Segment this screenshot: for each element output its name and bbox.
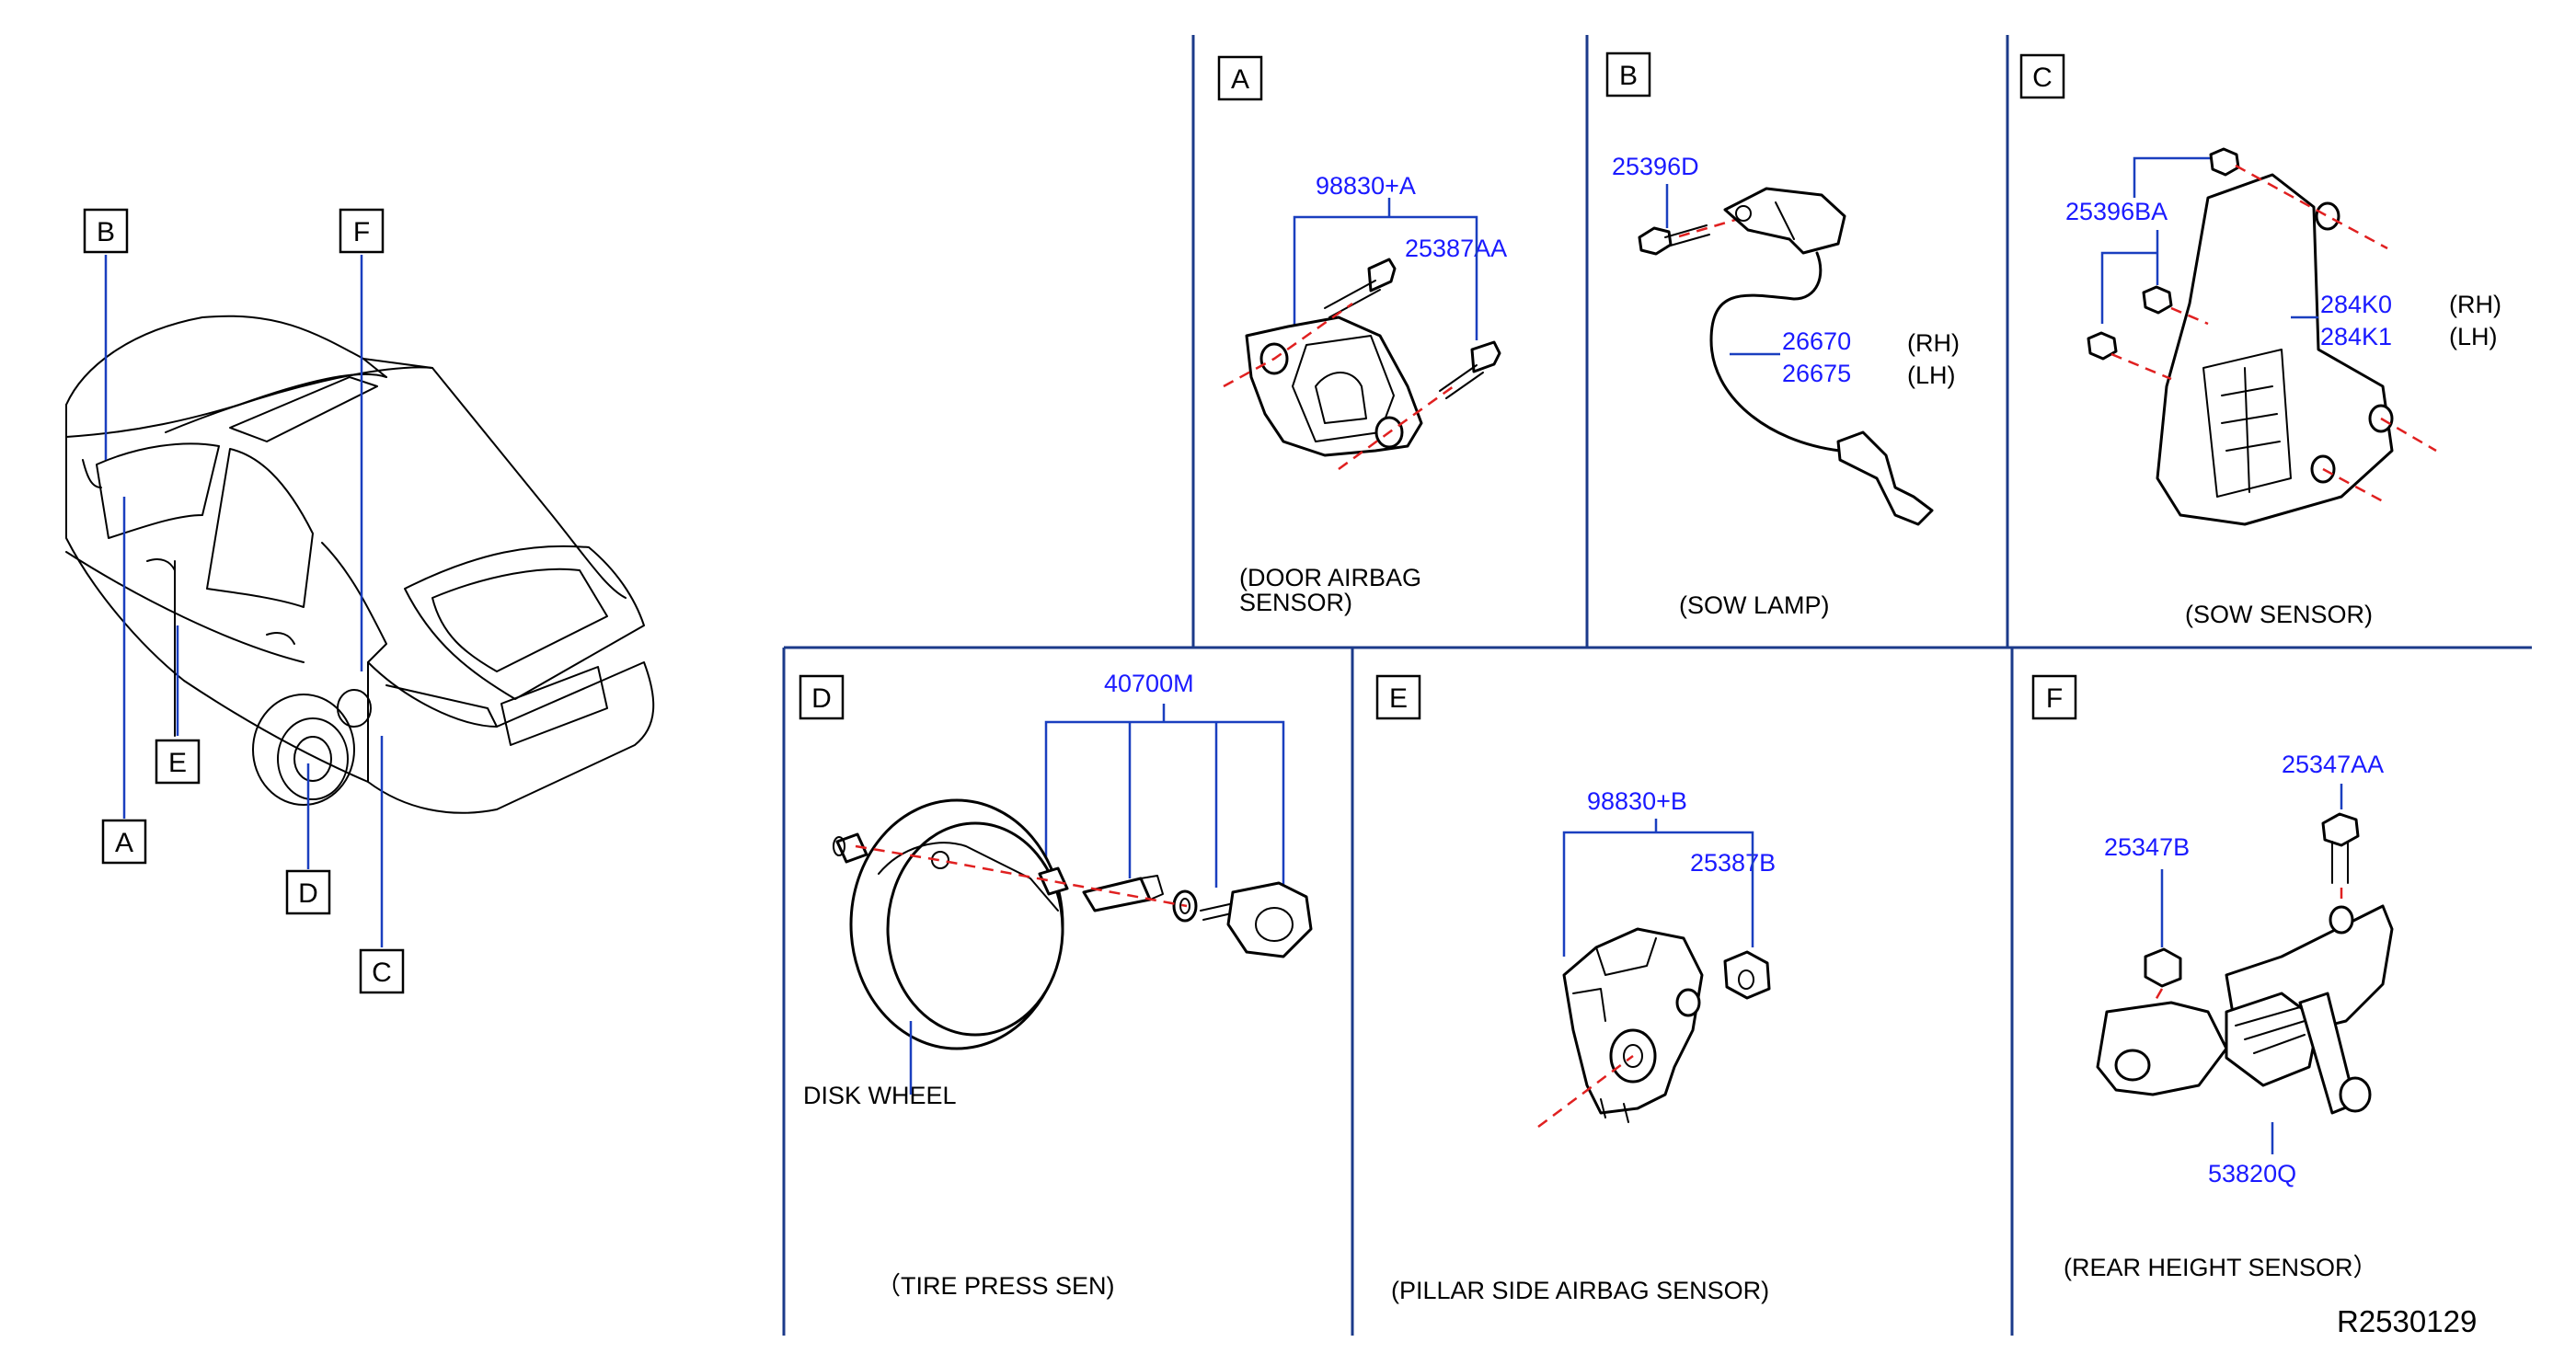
callout-c-label: C [372, 958, 392, 988]
panel-e-caption: (PILLAR SIDE AIRBAG SENSOR) [1391, 1277, 1769, 1304]
panel-f-caption: (REAR HEIGHT SENSOR） [2064, 1254, 2378, 1281]
panel-d-caption: （TIRE PRESS SEN) [876, 1272, 1115, 1300]
part-98830-a: 98830+A [1316, 172, 1416, 200]
part-25396ba: 25396BA [2065, 198, 2168, 225]
part-25396d: 25396D [1612, 153, 1699, 180]
car-callout-leaders [104, 255, 384, 947]
part-25347aa: 25347AA [2282, 751, 2384, 778]
panel-c-key: C [2032, 63, 2053, 93]
callout-e: E [155, 739, 201, 785]
panel-a-caption-1: (DOOR AIRBAG [1239, 564, 1421, 591]
panel-e: E 98830+B 25387B (PILLAR SIDE AIRBAG SEN… [1375, 674, 1776, 1304]
part-25347b: 25347B [2104, 833, 2190, 861]
panel-d-key: D [811, 683, 832, 714]
part-25387b: 25387B [1690, 849, 1776, 877]
callout-e-label: E [168, 748, 187, 778]
panel-c-caption: (SOW SENSOR) [2185, 601, 2373, 628]
panel-b-key-box [1605, 52, 1651, 98]
callout-a: A [101, 819, 147, 865]
panel-f-key-box [2031, 674, 2077, 720]
panel-a-caption-2: SENSOR) [1239, 589, 1352, 616]
panel-e-key-box [1375, 674, 1421, 720]
part-40700m: 40700M [1104, 670, 1194, 697]
part-284k1: 284K1 [2320, 323, 2392, 350]
panel-d-disk-wheel-label: DISK WHEEL [803, 1082, 957, 1109]
callout-f: F [339, 208, 385, 254]
callout-c: C [359, 948, 405, 994]
part-53820q: 53820Q [2208, 1160, 2296, 1187]
panel-e-key: E [1389, 683, 1408, 714]
panel-a: A 98830+A 25387AA (DOOR AIRBAG SENSOR) [1217, 55, 1507, 616]
part-25387aa: 25387AA [1405, 235, 1507, 262]
part-98830-b: 98830+B [1587, 787, 1687, 815]
callout-b-label: B [97, 217, 115, 247]
callout-b: B [83, 208, 129, 254]
panel-a-key: A [1231, 64, 1249, 95]
callout-d: D [285, 869, 331, 915]
panel-b-key: B [1619, 61, 1638, 91]
panel-c-key-box [2019, 53, 2065, 99]
panel-a-key-box [1217, 55, 1263, 101]
panel-b: B 25396D 26670 26675 (RH) (LH) (SOW LAMP… [1605, 52, 1960, 619]
part-26675: 26675 [1782, 360, 1851, 387]
panel-f: F 25347AA 25347B 53820Q (REAR HEIGHT SEN… [2031, 674, 2394, 1281]
callout-d-label: D [298, 878, 318, 909]
vehicle-overview [65, 315, 655, 814]
panel-d-key-box [799, 674, 845, 720]
panel-b-side-rh: (RH) [1907, 329, 1960, 357]
panel-b-caption: (SOW LAMP) [1679, 591, 1830, 619]
car-callout-boxes: B F E A D C [83, 208, 405, 994]
reference-code: R2530129 [2337, 1304, 2477, 1338]
part-26670: 26670 [1782, 327, 1851, 355]
callout-a-label: A [115, 828, 133, 858]
panel-b-side-lh: (LH) [1907, 361, 1956, 389]
callout-f-label: F [353, 217, 370, 247]
panel-dividers [782, 35, 2532, 1336]
panel-c-side-lh: (LH) [2449, 323, 2498, 350]
panel-f-key: F [2046, 683, 2063, 714]
panel-c: C 25396BA 284K0 284K1 (RH) (LH) (SOW SEN… [2019, 53, 2501, 628]
panel-d: D 40700M DISK WHEEL （TIRE PRESS SEN) [799, 670, 1313, 1300]
panel-c-side-rh: (RH) [2449, 291, 2501, 318]
part-284k0: 284K0 [2320, 291, 2392, 318]
